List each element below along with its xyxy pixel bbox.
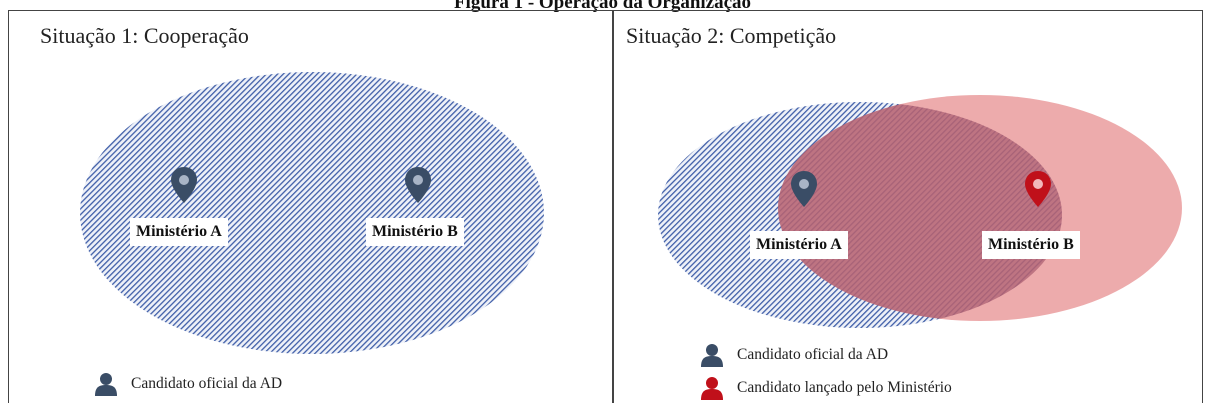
figure-frame — [8, 10, 1203, 403]
legend-official-label: Candidato oficial da AD — [737, 346, 889, 363]
legend-official-label: Candidato oficial da AD — [131, 375, 283, 392]
panel-1-title: Situação 1: Cooperação — [40, 23, 249, 48]
person-red-icon — [701, 377, 723, 400]
location-pin-icon — [171, 167, 197, 203]
panel-divider — [612, 10, 614, 403]
person-icon — [95, 373, 117, 396]
legend-launched-label: Candidato lançado pelo Ministério — [737, 379, 952, 396]
legend-official-candidate: Candidato oficial da AD — [95, 372, 282, 396]
location-pin-icon — [405, 167, 431, 203]
ministry-b-label: Ministério B — [982, 231, 1080, 259]
ministry-b-label: Ministério B — [366, 218, 464, 246]
location-pin-red-icon — [1025, 171, 1051, 207]
cooperation-ellipse — [80, 72, 544, 354]
legend-launched-candidate: Candidato lançado pelo Ministério — [701, 376, 952, 400]
panel-2-title: Situação 2: Competição — [626, 23, 837, 48]
overlap-region — [778, 102, 1062, 321]
location-pin-icon — [791, 171, 817, 207]
person-icon — [701, 344, 723, 367]
legend-official-candidate: Candidato oficial da AD — [701, 343, 888, 367]
page-title: Figura 1 - Operação da Organização — [453, 0, 752, 13]
ministry-a-label: Ministério A — [130, 218, 228, 246]
ministry-a-label: Ministério A — [750, 231, 848, 259]
